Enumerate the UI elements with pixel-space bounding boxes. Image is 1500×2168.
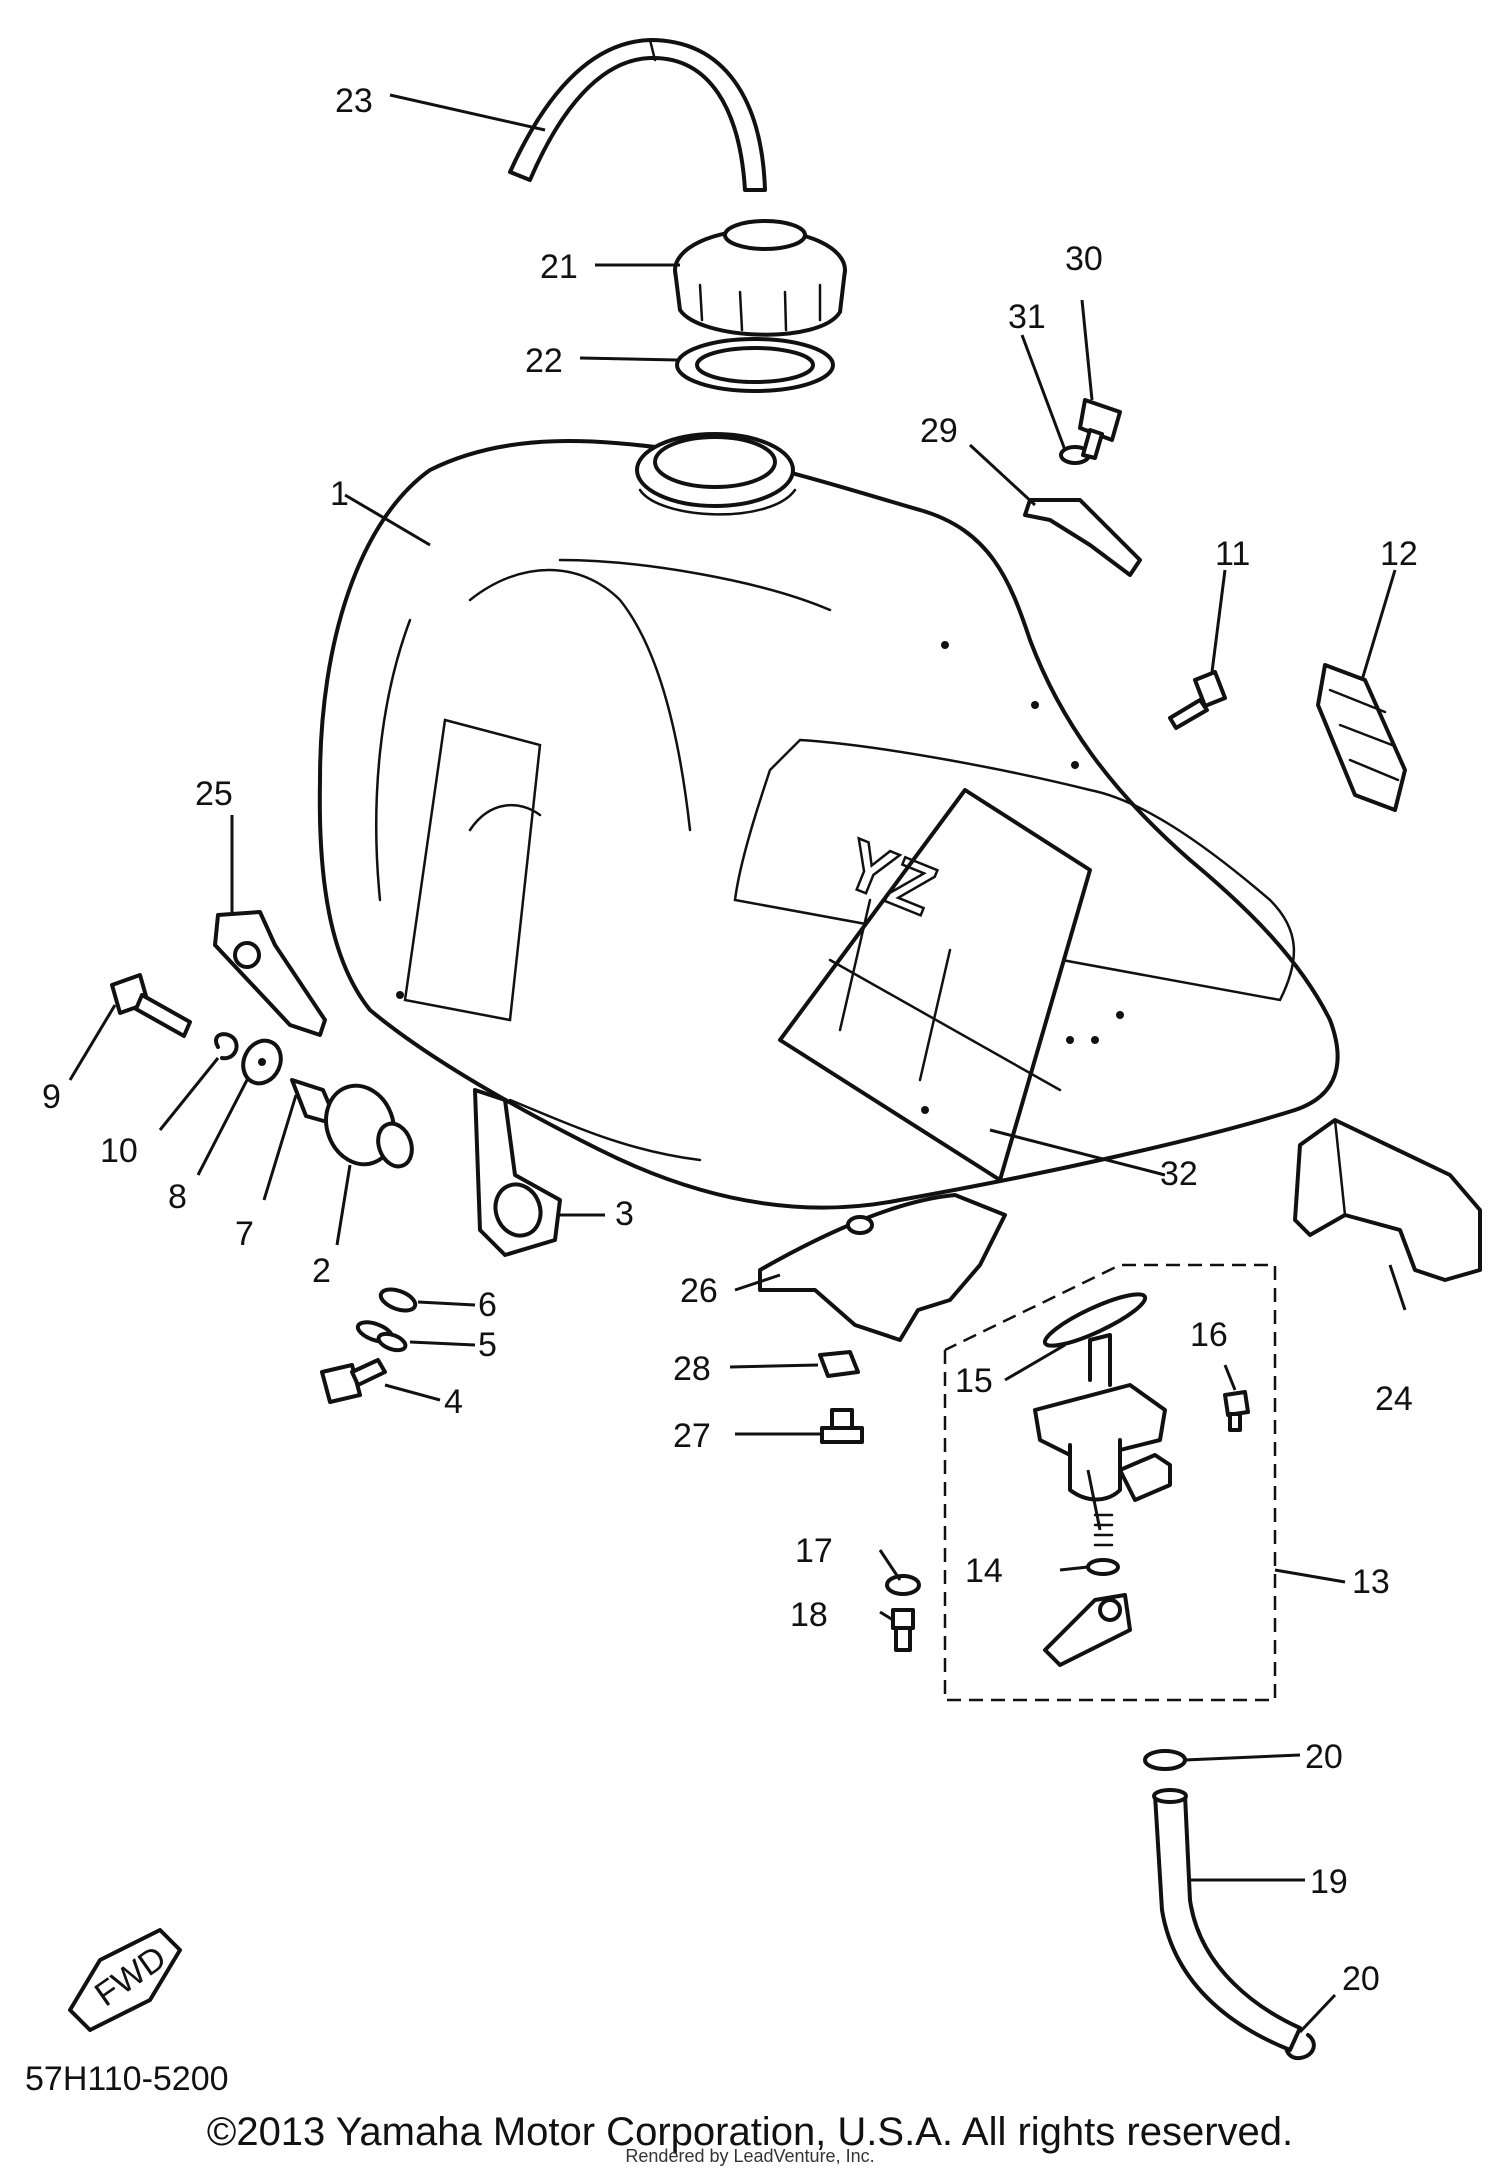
fuel-cock-body[interactable] [1033,1333,1172,1502]
label-4[interactable]: 4 [444,1383,463,1421]
bolt-part-30[interactable] [1078,398,1122,460]
label-15[interactable]: 15 [955,1362,993,1400]
bolt-part-4[interactable] [320,1358,387,1404]
bolt-part-27[interactable] [820,1408,864,1444]
nut-part-28[interactable] [818,1350,860,1378]
label-5[interactable]: 5 [478,1326,497,1364]
bracket-part-29[interactable] [1023,498,1142,577]
fuel-cap-part-21[interactable] [673,219,847,337]
label-8[interactable]: 8 [168,1178,187,1216]
washer-part-5[interactable] [355,1318,408,1353]
label-24[interactable]: 24 [1375,1380,1413,1418]
label-26[interactable]: 26 [680,1272,718,1310]
copyright-notice: ©2013 Yamaha Motor Corporation, U.S.A. A… [206,2110,1294,2154]
part-number-labels: 23 21 22 1 30 31 29 11 12 25 9 10 8 7 2 … [42,82,1418,1998]
label-11[interactable]: 11 [1215,535,1250,573]
bracket-part-25[interactable] [213,910,327,1037]
rendered-by-text: Rendered by LeadVenture, Inc. [625,2146,875,2166]
leader-lines [68,93,1407,2034]
cover-part-24[interactable] [1293,1118,1482,1282]
label-21[interactable]: 21 [540,248,578,286]
label-32[interactable]: 32 [1160,1155,1198,1193]
bolt-part-11[interactable] [1168,670,1227,730]
damper-part-12[interactable] [1316,663,1407,812]
hose-clip-part-20-upper[interactable] [1143,1749,1187,1771]
fuel-cock-lever[interactable] [1043,1593,1132,1667]
label-13[interactable]: 13 [1352,1563,1390,1601]
fuel-cock-assembly-part-13[interactable] [943,1263,1277,1702]
o-ring-part-15[interactable] [1040,1286,1150,1354]
forward-direction-arrow: FWD [68,1928,182,2032]
vent-hose-part-23[interactable] [508,38,767,192]
label-14[interactable]: 14 [965,1552,1003,1590]
cap-gasket-part-22[interactable] [675,337,835,393]
label-28[interactable]: 28 [673,1350,711,1388]
washer-part-6[interactable] [378,1285,418,1314]
label-25[interactable]: 25 [195,775,233,813]
label-10[interactable]: 10 [100,1132,138,1170]
damper-part-2[interactable] [315,1076,417,1174]
label-3[interactable]: 3 [615,1195,634,1233]
fuel-tank-part-1[interactable]: YZ [317,432,1340,1210]
spring-part-14[interactable] [1086,1513,1120,1576]
fuel-hose-part-19[interactable] [1152,1788,1302,2052]
washer-part-17[interactable] [885,1574,921,1596]
bolt-part-9[interactable] [110,973,192,1038]
label-20-upper[interactable]: 20 [1305,1738,1343,1776]
stay-part-3[interactable] [473,1088,562,1257]
label-12[interactable]: 12 [1380,535,1418,573]
label-20-lower[interactable]: 20 [1342,1960,1380,1998]
label-31[interactable]: 31 [1008,298,1046,336]
label-19[interactable]: 19 [1310,1863,1348,1901]
label-2[interactable]: 2 [312,1252,331,1290]
yz-decal-part-32[interactable]: YZ [778,788,1092,1182]
label-9[interactable]: 9 [42,1078,61,1116]
label-17[interactable]: 17 [795,1532,833,1570]
diagram-code: 57H110-5200 [25,2060,229,2098]
protector-part-26[interactable] [758,1193,1007,1342]
label-29[interactable]: 29 [920,412,958,450]
label-7[interactable]: 7 [235,1215,254,1253]
label-1[interactable]: 1 [330,475,349,513]
label-16[interactable]: 16 [1190,1316,1228,1354]
label-30[interactable]: 30 [1065,240,1103,278]
washer-part-10[interactable] [214,1032,239,1061]
label-18[interactable]: 18 [790,1596,828,1634]
plate-washer-part-8[interactable] [236,1034,287,1089]
screw-part-16[interactable] [1223,1390,1250,1432]
label-6[interactable]: 6 [478,1286,497,1324]
label-23[interactable]: 23 [335,82,373,120]
label-27[interactable]: 27 [673,1417,711,1455]
label-22[interactable]: 22 [525,342,563,380]
screw-part-18[interactable] [891,1608,915,1652]
